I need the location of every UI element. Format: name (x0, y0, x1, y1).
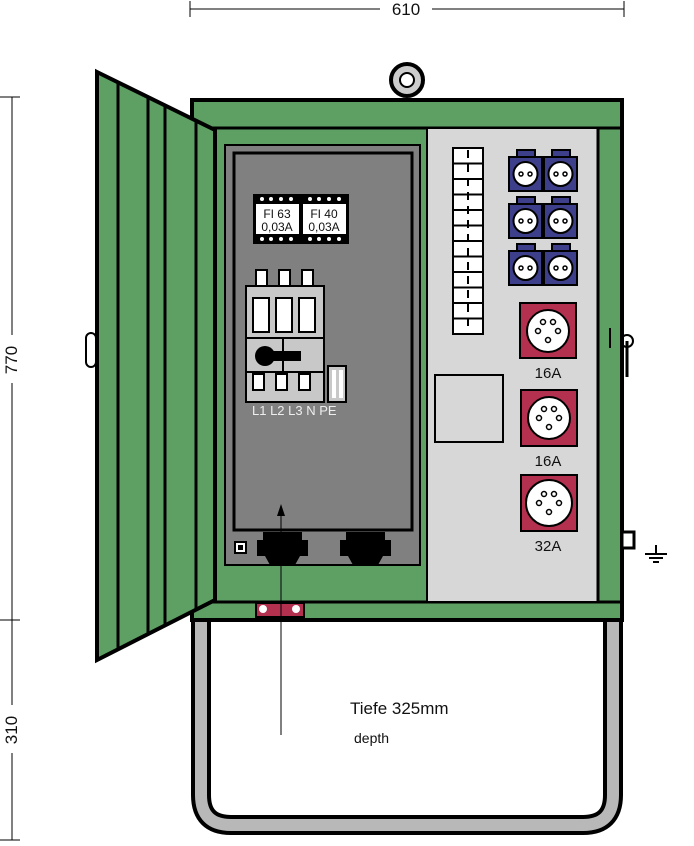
cabinet-height-label: 770 (2, 346, 21, 374)
cee-pin (545, 508, 553, 516)
cee-pin (535, 414, 543, 422)
main-switch: L1 L2 L3 N PE (245, 269, 347, 418)
cee-socket-16a-2: 16A (520, 389, 578, 470)
cee-rating: 16A (535, 453, 562, 470)
cee-rating: 32A (535, 538, 562, 555)
cee-pin (534, 327, 542, 335)
schuko-socket (543, 149, 578, 192)
ground-terminal (620, 530, 636, 550)
cee-pin (545, 423, 553, 431)
cable-glands (234, 532, 391, 618)
schuko-socket (508, 243, 543, 286)
rcd-1-rating: 0,03A (261, 220, 292, 234)
terminal-strip (452, 147, 484, 335)
cee-pin (535, 499, 543, 507)
door-handle[interactable] (85, 332, 97, 368)
rcd-1-name: FI 63 (263, 207, 291, 221)
open-door (85, 68, 217, 664)
depth-label: Tiefe 325mm (350, 699, 449, 718)
cee-pin (544, 336, 552, 344)
cee-socket-16a-1: 16A (519, 302, 577, 382)
stand-height-label: 310 (2, 716, 21, 744)
cee-pin (549, 318, 557, 326)
schuko-socket (508, 149, 543, 192)
rcd-2-name: FI 40 (310, 207, 338, 221)
ground-icon (645, 545, 667, 563)
lifting-eye (389, 62, 425, 98)
depth-arrow (277, 504, 285, 735)
cee-socket-32a: 32A (520, 474, 578, 555)
door-lock[interactable] (609, 328, 634, 377)
rcd-2-rating: 0,03A (308, 220, 339, 234)
width-dimension: 610 (189, 0, 625, 19)
terminal-labels: L1 L2 L3 N PE (252, 403, 337, 418)
width-label: 610 (392, 0, 420, 19)
cee-pin (554, 327, 562, 335)
cee-pin (550, 490, 558, 498)
cee-pin (555, 414, 563, 422)
schuko-socket (508, 196, 543, 239)
schuko-sockets (508, 149, 578, 286)
depth-sublabel: depth (354, 730, 389, 746)
stand-frame (191, 620, 623, 835)
blank-plate (434, 374, 504, 443)
cee-rating: 16A (535, 365, 562, 382)
cee-pin (540, 490, 548, 498)
rcd-group: FI 63 0,03A FI 40 0,03A (253, 194, 349, 244)
height-dimension: 770 310 (0, 96, 22, 841)
cee-pin (555, 499, 563, 507)
schuko-socket (543, 243, 578, 286)
schuko-socket (543, 196, 578, 239)
cee-pin (539, 318, 547, 326)
cee-pin (540, 405, 548, 413)
cee-pin (550, 405, 558, 413)
